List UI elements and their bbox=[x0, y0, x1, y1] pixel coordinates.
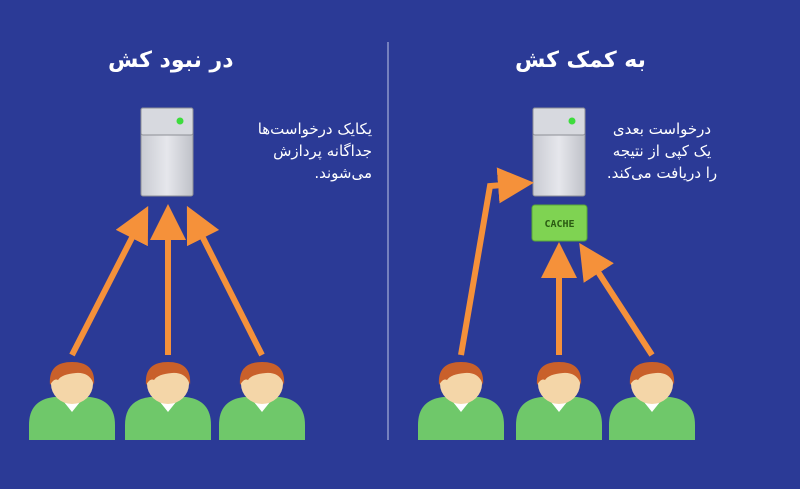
cache-box: CACHE bbox=[531, 204, 588, 242]
server-icon-left bbox=[140, 107, 194, 197]
left-panel-caption: یکایک درخواست‌ها جداگانه پردازش می‌شوند. bbox=[200, 118, 372, 184]
user-icon bbox=[219, 362, 305, 440]
user-icon bbox=[516, 362, 602, 440]
cache-label: CACHE bbox=[544, 219, 574, 230]
arrows-right bbox=[458, 167, 655, 357]
user-icon bbox=[418, 362, 504, 440]
arrow-right-1 bbox=[458, 167, 534, 356]
left-caption-line-2: جداگانه پردازش bbox=[273, 142, 372, 160]
arrow-left-1 bbox=[69, 205, 149, 357]
right-panel-caption: درخواست بعدی یک کپی از نتیجه را دریافت م… bbox=[588, 118, 736, 184]
user-icon bbox=[609, 362, 695, 440]
right-panel-title: به کمک کش bbox=[515, 48, 646, 73]
user-icon bbox=[29, 362, 115, 440]
left-panel-title: در نبود کش bbox=[108, 48, 234, 73]
right-caption-line-1: درخواست بعدی bbox=[612, 120, 712, 138]
arrows-left bbox=[69, 204, 265, 357]
right-caption-line-3: را دریافت می‌کند. bbox=[606, 164, 718, 182]
user-icon bbox=[125, 362, 211, 440]
right-caption-line-2: یک کپی از نتیجه bbox=[612, 142, 712, 160]
left-caption-line-3: می‌شوند. bbox=[314, 164, 372, 182]
arrow-right-3 bbox=[579, 242, 655, 357]
server-icon-right bbox=[532, 107, 586, 197]
arrow-left-3 bbox=[186, 205, 265, 357]
left-caption-line-1: یکایک درخواست‌ها bbox=[257, 120, 372, 138]
